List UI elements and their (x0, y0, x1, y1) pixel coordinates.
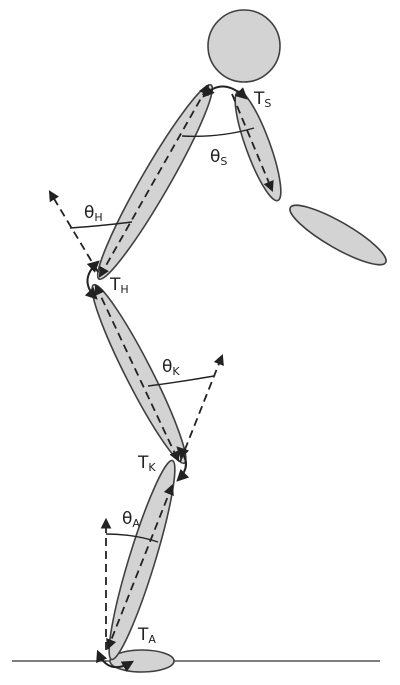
theta-s-label: θS (210, 147, 227, 168)
theta-k-label: θK (162, 357, 180, 378)
head-segment (207, 9, 281, 83)
torque-h-label: TH (109, 275, 129, 296)
hip-torque-arrow (84, 260, 100, 300)
theta-a-label: θA (122, 509, 140, 530)
shank-axis (106, 483, 174, 651)
forearm-segment (289, 204, 387, 266)
shoulder-torque-arrow (202, 84, 248, 100)
torque-a-label: TA (137, 625, 156, 646)
arm-axis (231, 93, 274, 192)
thigh-axis (94, 284, 180, 462)
shoulder-angle-arc (181, 127, 255, 137)
knee-angle-arc (147, 375, 215, 387)
hip-angle-arc (69, 221, 133, 229)
ankle-torque-arrow (96, 649, 135, 673)
trunk-segment (96, 83, 214, 281)
theta-h-label: θH (84, 203, 103, 224)
torque-k-label: TK (137, 453, 156, 474)
torque-s-label: TS (253, 89, 271, 110)
trunk-axis (98, 84, 210, 278)
knee-reference-line (179, 353, 224, 463)
knee-torque-arrow (176, 446, 190, 482)
hip-reference-line (48, 190, 99, 273)
ankle-angle-arc (105, 533, 159, 543)
